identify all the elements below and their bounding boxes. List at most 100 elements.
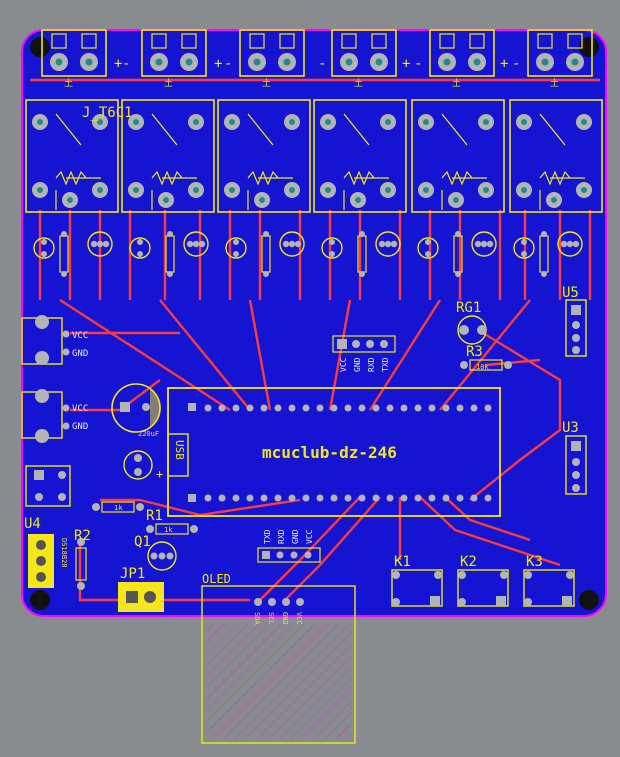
terminal-plus: + [402, 56, 410, 72]
gnd-label: GND [72, 422, 88, 432]
resistor-value: 1k [114, 504, 123, 512]
k3-label: K3 [526, 554, 543, 570]
relay-row: J_T6C1 [25, 99, 603, 213]
u4-sensor: DS18B20 U4 R2 [24, 516, 91, 590]
led [513, 237, 535, 259]
mounting-hole [30, 37, 50, 57]
terminal-mark: 土 [550, 77, 559, 89]
jp1-jumper: JP1 [118, 566, 164, 612]
button-k3 [523, 569, 575, 607]
terminal-mark: 土 [262, 77, 271, 89]
terminal-block [239, 29, 305, 77]
r1-label: R1 [146, 508, 163, 524]
relay [509, 99, 603, 213]
led [225, 237, 247, 259]
relay [25, 99, 119, 213]
u5-label: U5 [562, 285, 579, 301]
transistor [87, 231, 113, 257]
power-switch [25, 465, 71, 507]
terminal-block [331, 29, 397, 77]
oled-pin-vcc: VCC [295, 612, 303, 625]
terminal-mark: 土 [452, 77, 461, 89]
relay-label: J_T6C1 [82, 105, 133, 121]
oled-display: OLED SDA SCL GND VCC [201, 572, 356, 744]
r2-label: R2 [74, 528, 91, 544]
bt-pin-gnd: GND [353, 357, 362, 372]
terminal-plus: + [214, 56, 222, 72]
bt-pin-vcc: VCC [339, 357, 348, 372]
power-inputs: VCC GND VCC GND [21, 315, 88, 443]
led [33, 237, 55, 259]
uart-pin-txd: TXD [263, 529, 272, 544]
rg1-sensor: RG1 10k R3 [456, 300, 512, 371]
usb-label: USB [173, 440, 186, 460]
board-title: mcuclub-dz-246 [262, 443, 397, 462]
uart-pin-rxd: RXD [277, 529, 286, 544]
traces [30, 78, 600, 602]
r3-value: 10k [476, 363, 489, 371]
transistor [557, 231, 583, 257]
transistor [471, 231, 497, 257]
terminal-block [41, 29, 107, 77]
led [129, 237, 151, 259]
terminal-block [141, 29, 207, 77]
led [321, 237, 343, 259]
uart-header: TXD RXD GND VCC [257, 529, 321, 563]
mcu-top-pins [188, 403, 492, 412]
u5-header: U5 [562, 285, 587, 357]
jp1-label: JP1 [120, 566, 145, 582]
cap-value: 220uF [138, 430, 159, 438]
k1-label: K1 [394, 554, 411, 570]
capacitor: 220uF [111, 383, 161, 438]
vcc-label: VCC [72, 404, 88, 414]
transistor [183, 231, 209, 257]
screw-terminals: 土 + 土 - + 土 - 土 - [41, 29, 593, 89]
oled-pin-sda: SDA [253, 612, 261, 625]
k2-label: K2 [460, 554, 477, 570]
led [417, 237, 439, 259]
mounting-hole [30, 590, 50, 610]
u4-part: DS18B20 [60, 538, 68, 568]
transistor [375, 231, 401, 257]
resistor-small: 1k [92, 501, 144, 513]
buzzer: + [123, 450, 163, 481]
q1-transistor: Q1 [134, 534, 177, 571]
terminal-mark: 土 [164, 77, 173, 89]
terminal-minus: - [414, 56, 422, 72]
q1-label: Q1 [134, 534, 151, 550]
oled-pin-scl: SCL [267, 612, 275, 625]
r1-value: 1k [164, 526, 173, 534]
oled-label: OLED [202, 572, 231, 586]
r1-resistor: 1k R1 [146, 508, 198, 535]
terminal-mark: 土 [354, 77, 363, 89]
mounting-hole [579, 37, 599, 57]
button-k2 [457, 569, 509, 607]
terminal-plus: + [500, 56, 508, 72]
transistor [279, 231, 305, 257]
mounting-hole [579, 590, 599, 610]
mcu-bottom-pins [188, 494, 492, 502]
oled-pin-gnd: GND [281, 612, 289, 625]
rg1-label: RG1 [456, 300, 481, 316]
r3-label: R3 [466, 344, 483, 360]
relay [217, 99, 311, 213]
mounting-holes [30, 37, 599, 610]
terminal-minus: - [224, 56, 232, 72]
terminal-minus: - [512, 56, 520, 72]
bt-header: VCC GND RXD TXD [332, 335, 396, 372]
terminal-block [527, 29, 593, 77]
terminal-minus: - [318, 56, 326, 72]
terminal-block [429, 29, 495, 77]
u4-label: U4 [24, 516, 41, 532]
relay-drivers [33, 231, 583, 277]
button-k1 [391, 569, 443, 607]
relay [411, 99, 505, 213]
relay [313, 99, 407, 213]
terminal-mark: 土 [64, 77, 73, 89]
relay [121, 99, 215, 213]
mcu-module: USB mcuclub-dz-246 [167, 387, 501, 517]
u3-label: U3 [562, 420, 579, 436]
push-buttons: K1 K2 K3 [391, 554, 575, 607]
bt-pin-rxd: RXD [367, 357, 376, 372]
